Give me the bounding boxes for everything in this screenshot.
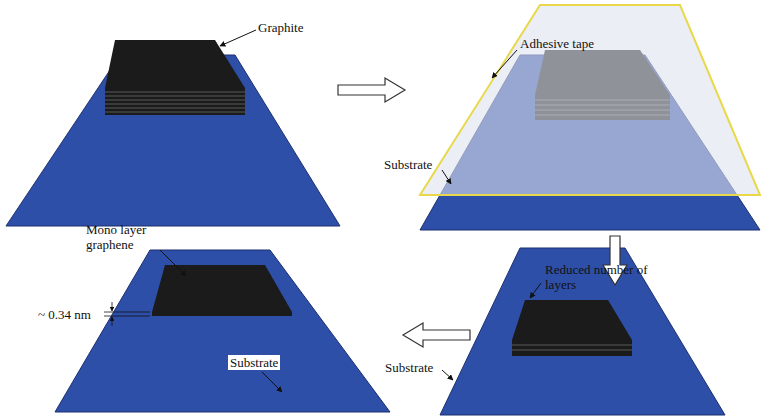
leader-line: [530, 283, 541, 298]
part-label: Substrate: [228, 355, 280, 370]
graphene-edge: [152, 312, 292, 316]
part-label: Substrate: [384, 157, 432, 172]
leader-line: [220, 30, 256, 46]
part-label: Reduced number of layers: [545, 262, 650, 292]
dimension-label: ~ 0.34 nm: [38, 307, 91, 322]
substrate: [440, 248, 725, 415]
graphene-monolayer: [152, 265, 292, 312]
graphite-stack: [512, 340, 632, 356]
leader-line: [262, 372, 282, 392]
graphite-stack: [105, 88, 245, 115]
layer-lines: [512, 345, 632, 350]
leader-line: [442, 170, 451, 184]
graphite-top: [512, 300, 632, 340]
substrate: [55, 250, 390, 412]
dimension-lines: [104, 302, 150, 326]
adhesive-tape: [420, 5, 760, 195]
process-arrow: [338, 78, 405, 102]
leader-line: [160, 250, 186, 276]
process-arrow: [603, 236, 627, 285]
leader-line: [492, 50, 517, 78]
layer-lines: [105, 92, 245, 112]
part-label: Adhesive tape: [520, 36, 594, 51]
part-label: Substrate: [385, 360, 433, 375]
graphite-top: [105, 40, 245, 88]
leader-line: [442, 370, 453, 380]
part-label: Mono layer graphene: [86, 222, 158, 252]
part-label: Graphite: [258, 20, 303, 35]
process-arrow: [403, 323, 470, 347]
